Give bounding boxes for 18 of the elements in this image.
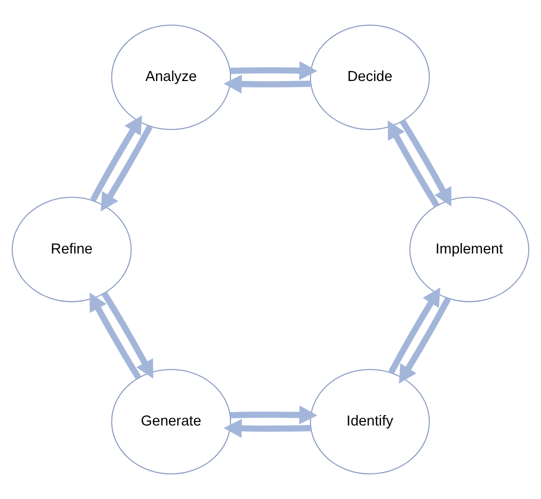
node-ellipse: Generate: [111, 368, 232, 474]
node-ellipse: Identify: [310, 368, 430, 474]
arrow: [102, 292, 154, 379]
node-ellipse: Analyze: [111, 24, 232, 130]
arrow: [224, 74, 311, 94]
node-ellipse: Decide: [310, 24, 430, 130]
arrow: [230, 61, 318, 80]
arrow: [90, 292, 142, 380]
arrow: [388, 120, 440, 208]
arrow: [400, 120, 452, 206]
node-ellipse: Implement: [409, 196, 530, 302]
arrow: [100, 125, 153, 212]
arrow: [224, 418, 311, 438]
arrow: [90, 115, 142, 202]
arrow: [230, 405, 318, 424]
arrow: [388, 288, 440, 374]
arrow: [398, 297, 451, 384]
node-ellipse: Refine: [12, 196, 132, 302]
